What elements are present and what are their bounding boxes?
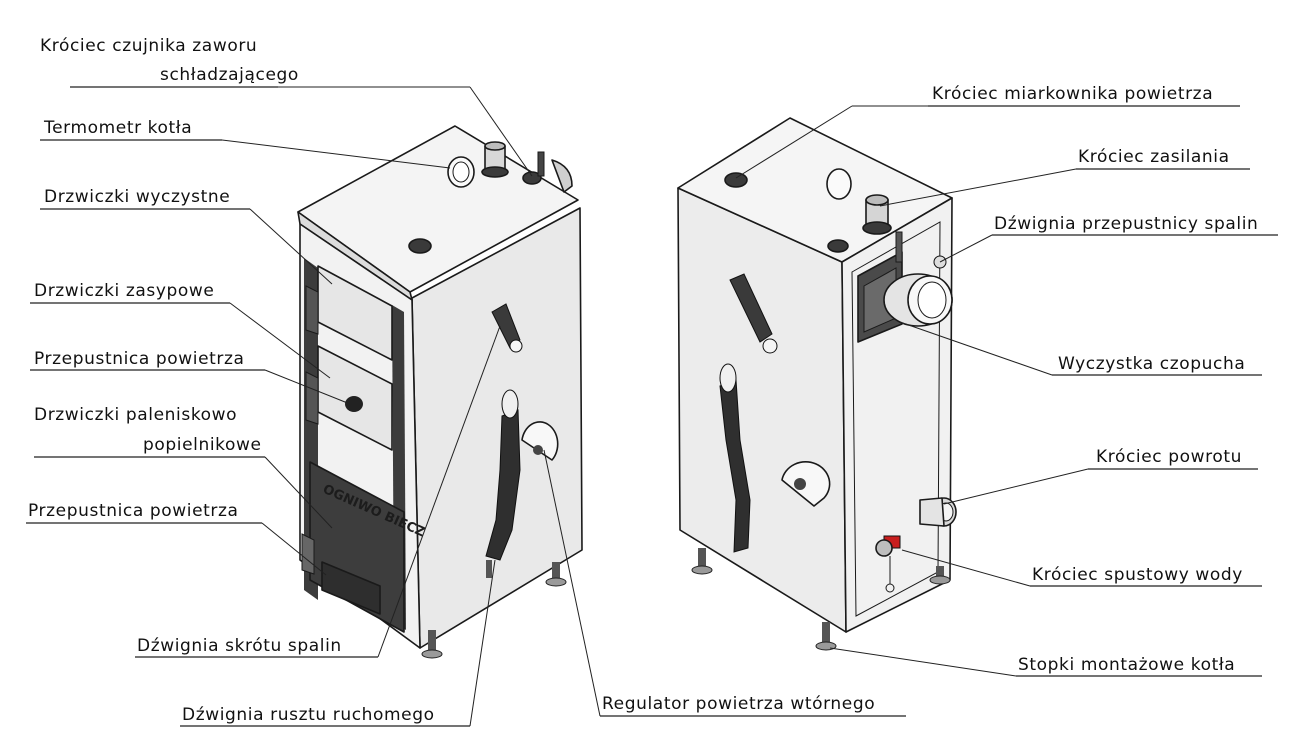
rear-grate-lever bbox=[719, 379, 751, 553]
label-valve-sensor-socket-line1: Króciec czujnika zaworu bbox=[40, 36, 257, 56]
label-grate-lever: Dźwignia rusztu ruchomego bbox=[182, 705, 435, 725]
rear-side-lever bbox=[729, 273, 773, 343]
label-ash-door-line1: Drzwiczki paleniskowo bbox=[34, 405, 237, 425]
label-valve-sensor-socket-line2: schładzającego bbox=[160, 65, 299, 85]
rear-top-socket bbox=[827, 239, 849, 253]
grate-lever bbox=[485, 409, 521, 561]
label-fuel-door: Drzwiczki zasypowe bbox=[34, 281, 215, 301]
label-flue-cleanout: Wyczystka czopucha bbox=[1058, 354, 1245, 374]
cleanout-door-hinge bbox=[305, 285, 319, 335]
label-flue-bypass-lever: Dźwignia skrótu spalin bbox=[137, 636, 342, 656]
leader-lines bbox=[26, 86, 1278, 727]
front-boiler-feet bbox=[421, 560, 567, 659]
label-air-damper-lower: Przepustnica powietrza bbox=[28, 501, 239, 521]
boiler-front-view: OGNIWO BIECZ bbox=[297, 125, 583, 659]
lower-air-damper bbox=[321, 561, 381, 615]
valve-sensor-socket bbox=[522, 171, 542, 185]
label-secondary-air-regulator: Regulator powietrza wtórnego bbox=[602, 694, 875, 714]
label-cleanout-door: Drzwiczki wyczystne bbox=[44, 187, 230, 207]
label-flue-damper-lever: Dźwignia przepustnicy spalin bbox=[994, 214, 1258, 234]
callout-labels: Króciec czujnika zaworu schładzającego T… bbox=[28, 36, 1258, 725]
label-air-damper-upper: Przepustnica powietrza bbox=[34, 349, 245, 369]
air-damper-knob bbox=[345, 396, 363, 412]
front-top-socket bbox=[408, 238, 432, 254]
label-return-socket: Króciec powrotu bbox=[1096, 447, 1242, 467]
label-supply-socket: Króciec zasilania bbox=[1078, 147, 1230, 167]
lower-damper-hinge bbox=[301, 533, 315, 575]
rear-thermometer bbox=[826, 168, 852, 200]
label-mounting-feet: Stopki montażowe kotła bbox=[1018, 655, 1235, 675]
fuel-door-hinge bbox=[305, 371, 319, 425]
label-ash-door-line2: popielnikowe bbox=[143, 435, 262, 455]
label-drain-socket: Króciec spustowy wody bbox=[1032, 565, 1243, 585]
label-boiler-thermometer: Termometr kotła bbox=[43, 118, 192, 138]
label-air-regulator-socket: Króciec miarkownika powietrza bbox=[932, 84, 1213, 104]
boiler-rear-view bbox=[677, 117, 957, 651]
flue-bypass-lever bbox=[491, 303, 521, 349]
air-regulator-socket bbox=[724, 172, 748, 188]
secondary-air-regulator bbox=[521, 421, 559, 461]
flue-damper-lever bbox=[895, 231, 903, 263]
